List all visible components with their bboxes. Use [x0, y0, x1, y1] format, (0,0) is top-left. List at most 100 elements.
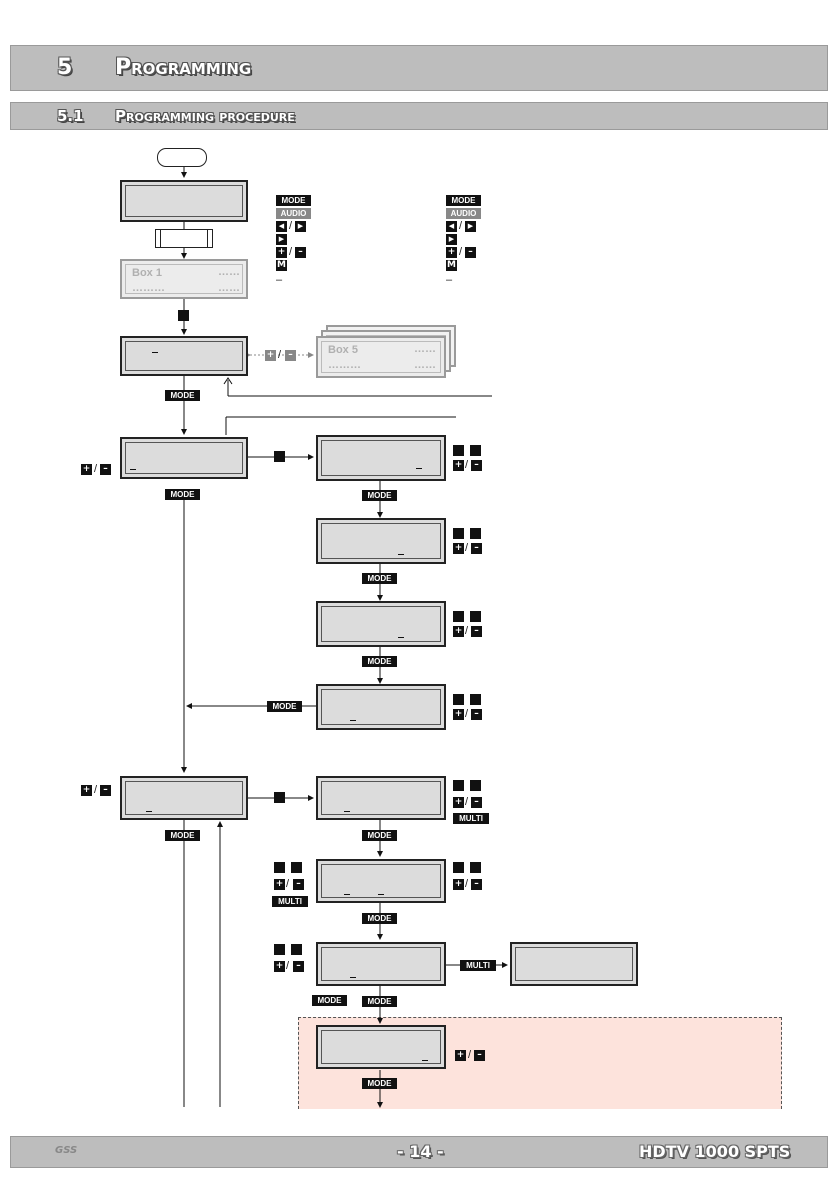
mode-key: MODE: [362, 913, 397, 924]
minus-key: –: [474, 1050, 485, 1061]
plus-key: +: [274, 961, 285, 972]
plus-key: +: [274, 879, 285, 890]
slash: /: [465, 459, 469, 471]
box5-dots-right-2: ……: [414, 359, 436, 371]
slash: /: [286, 960, 290, 972]
m-key: [178, 310, 189, 321]
right-key: [291, 944, 302, 955]
section-title: Programming procedure: [115, 107, 295, 125]
mode-key: MODE: [267, 701, 302, 712]
mode-key: MODE: [362, 830, 397, 841]
minus-key: –: [285, 350, 296, 361]
mode-key: MODE: [362, 996, 397, 1007]
minus-key: –: [293, 961, 304, 972]
slash: /: [278, 349, 282, 361]
legend2-minus-key: –: [465, 247, 476, 258]
minus-key: –: [471, 709, 482, 720]
slash: /: [465, 542, 469, 554]
plus-key: +: [453, 709, 464, 720]
minus-key: –: [471, 543, 482, 554]
legend2-dash: –: [446, 274, 453, 286]
multi-key: MULTI: [272, 896, 308, 907]
mode-key: MODE: [362, 1078, 397, 1089]
lcd-multi-display: [510, 942, 638, 986]
legend-plus-key: +: [276, 247, 287, 258]
lcd-optional-setting: [316, 1025, 446, 1069]
right-key: [470, 528, 481, 539]
plus-key: +: [453, 797, 464, 808]
section-band: 5.1 Programming procedure: [10, 102, 828, 130]
left-key: [453, 528, 464, 539]
plus-key: +: [453, 460, 464, 471]
legend-audio-key: AUDIO: [276, 208, 311, 219]
page-footer: GSS - 14 - HDTV 1000 SPTS: [10, 1136, 828, 1168]
chapter-number: 5: [57, 55, 73, 80]
lcd-output-channel: [316, 859, 446, 903]
plus-key: +: [81, 464, 92, 475]
right-key: [291, 862, 302, 873]
legend2-mode-key: MODE: [446, 195, 481, 206]
left-key: [274, 862, 285, 873]
left-key: [453, 694, 464, 705]
lcd-input-lnb: [316, 601, 446, 647]
box5-dots-left: ………: [328, 359, 361, 371]
box5-title: Box 5: [328, 344, 358, 356]
legend-slash: /: [289, 220, 293, 232]
mode-key: MODE: [362, 656, 397, 667]
legend2-right-key: ▶: [465, 221, 476, 232]
lcd-input-voltage: [316, 684, 446, 730]
legend2-slash-2: /: [459, 246, 463, 258]
minus-key: –: [471, 797, 482, 808]
right-key: [470, 694, 481, 705]
legend-right-key: ▶: [295, 221, 306, 232]
slash: /: [465, 625, 469, 637]
plus-key: +: [453, 879, 464, 890]
lcd-input-symbolrate: [316, 518, 446, 564]
minus-key: –: [471, 626, 482, 637]
legend2-slash: /: [459, 220, 463, 232]
plus-key: +: [265, 350, 276, 361]
box1-dots-right-2: ……: [218, 282, 240, 294]
plus-key: +: [455, 1050, 466, 1061]
box5-dots-right: ……: [414, 343, 436, 355]
product-name: HDTV 1000 SPTS: [639, 1142, 791, 1161]
chapter-band: 5 Programming: [10, 45, 828, 91]
slash: /: [468, 1049, 472, 1061]
m-key: [274, 792, 285, 803]
legend-m-key: M: [276, 260, 287, 271]
slash: /: [94, 463, 98, 475]
mode-key: MODE: [312, 995, 347, 1006]
lcd-input-frequency: [316, 435, 446, 481]
slash: /: [465, 796, 469, 808]
right-key: [470, 611, 481, 622]
lcd-menu-input: [120, 437, 248, 479]
page-number: - 14 -: [397, 1142, 444, 1161]
minus-key: –: [100, 464, 111, 475]
mode-key: MODE: [165, 830, 200, 841]
legend2-left-key: ◀: [446, 221, 457, 232]
legend-slash-2: /: [289, 246, 293, 258]
legend2-m-key: M: [446, 260, 457, 271]
right-key: [470, 780, 481, 791]
box1-dots-left: ………: [132, 282, 165, 294]
mode-key: MODE: [165, 489, 200, 500]
mode-key: MODE: [165, 390, 200, 401]
m-key: [274, 451, 285, 462]
legend2-right-key-2: ▶: [446, 234, 457, 245]
left-key: [274, 944, 285, 955]
slash: /: [286, 878, 290, 890]
plus-key: +: [81, 785, 92, 796]
process-step: [155, 229, 213, 248]
slash: /: [465, 878, 469, 890]
gss-logo: GSS: [55, 1145, 78, 1156]
lcd-menu-output: [120, 776, 248, 820]
minus-key: –: [471, 460, 482, 471]
section-number: 5.1: [57, 107, 84, 125]
mode-key: MODE: [362, 490, 397, 501]
left-key: [453, 862, 464, 873]
lcd-box-select: [120, 336, 248, 376]
box1-title: Box 1: [132, 267, 162, 279]
left-key: [453, 780, 464, 791]
right-key: [470, 445, 481, 456]
